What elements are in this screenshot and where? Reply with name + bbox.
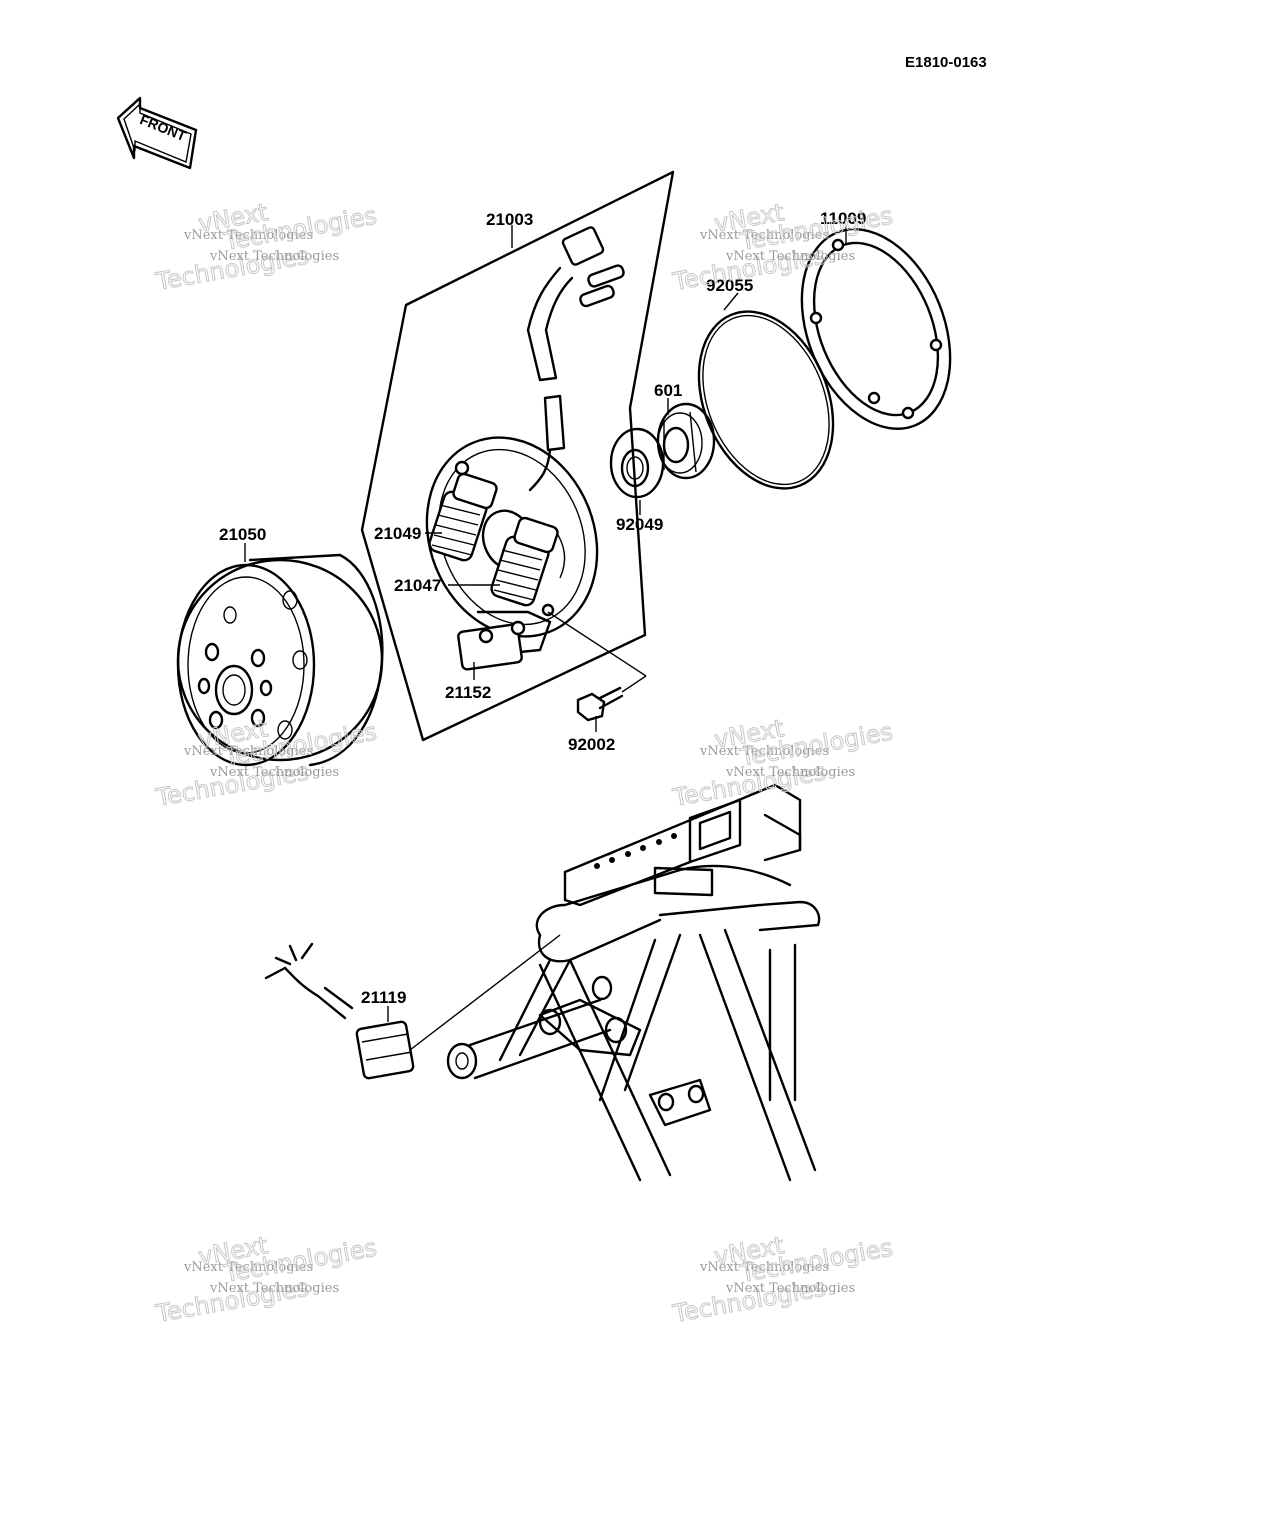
o-ring-92055-inner bbox=[702, 314, 830, 486]
svg-text:vNext Technologies: vNext Technologies bbox=[183, 744, 313, 759]
svg-text:vNext Technologies: vNext Technologies bbox=[209, 1281, 339, 1296]
part-label-21049: 21049 bbox=[374, 524, 421, 543]
svg-text:vNext Technologies: vNext Technologies bbox=[699, 1260, 829, 1275]
watermark-bottom-left: vNext Technologies vNext Technologies Te… bbox=[153, 1231, 380, 1329]
part-label-21047: 21047 bbox=[394, 576, 441, 595]
bolt-guide-line bbox=[547, 611, 647, 677]
svg-text:vNext Technologies: vNext Technologies bbox=[699, 228, 829, 243]
part-label-11009: 11009 bbox=[820, 209, 866, 228]
front-arrow-icon: FRONT bbox=[116, 96, 198, 170]
svg-text:vNext Technologies: vNext Technologies bbox=[725, 1281, 855, 1296]
svg-text:vNext Technologies: vNext Technologies bbox=[183, 1260, 313, 1275]
svg-text:vNext Technologies: vNext Technologies bbox=[725, 249, 855, 264]
part-label-92055: 92055 bbox=[706, 276, 753, 295]
coil-21047 bbox=[490, 516, 559, 607]
svg-text:vNext Technologies: vNext Technologies bbox=[699, 744, 829, 759]
part-label-21152: 21152 bbox=[445, 683, 491, 702]
svg-text:vNext Technologies: vNext Technologies bbox=[209, 765, 339, 780]
watermark-bottom-right: vNext Technologies vNext Technologies Te… bbox=[670, 1231, 896, 1329]
watermark-middle-right: vNext Technologies vNext Technologies Te… bbox=[670, 714, 896, 813]
o-ring-92055 bbox=[697, 310, 835, 490]
svg-text:vNext Technologies: vNext Technologies bbox=[725, 765, 855, 780]
part-label-21119: 21119 bbox=[361, 988, 406, 1007]
diagram-code: E1810-0163 bbox=[905, 54, 987, 71]
gasket-11009 bbox=[800, 228, 952, 430]
flywheel-21050 bbox=[176, 553, 384, 767]
watermark-top-right: vNext Technologies vNext Technologies Te… bbox=[670, 198, 896, 297]
stator-assembly-outline bbox=[360, 170, 675, 742]
bolt-92002 bbox=[576, 686, 624, 722]
oil-seal-92049 bbox=[609, 427, 665, 499]
watermark-top-left: vNext Technologies vNext Technologies Te… bbox=[153, 198, 380, 297]
pickup-coil-21152 bbox=[457, 610, 552, 671]
leader-lines bbox=[244, 225, 847, 1022]
svg-text:vNext Technologies: vNext Technologies bbox=[209, 249, 339, 264]
part-label-21050: 21050 bbox=[219, 525, 266, 544]
svg-text:vNext Technologies: vNext Technologies bbox=[183, 228, 313, 243]
part-label-21003: 21003 bbox=[486, 210, 533, 229]
regulator-21119 bbox=[264, 934, 561, 1080]
bolt-guide-line-2 bbox=[621, 675, 647, 693]
part-label-92049: 92049 bbox=[616, 515, 663, 534]
stator-wire-harness bbox=[526, 226, 625, 492]
coil-21049 bbox=[428, 472, 498, 562]
part-label-601: 601 bbox=[654, 381, 682, 400]
bearing-601 bbox=[656, 402, 716, 480]
watermark-middle-left: vNext Technologies vNext Technologies Te… bbox=[153, 714, 380, 813]
vehicle-frame bbox=[446, 783, 821, 1182]
part-label-92002: 92002 bbox=[568, 735, 615, 754]
